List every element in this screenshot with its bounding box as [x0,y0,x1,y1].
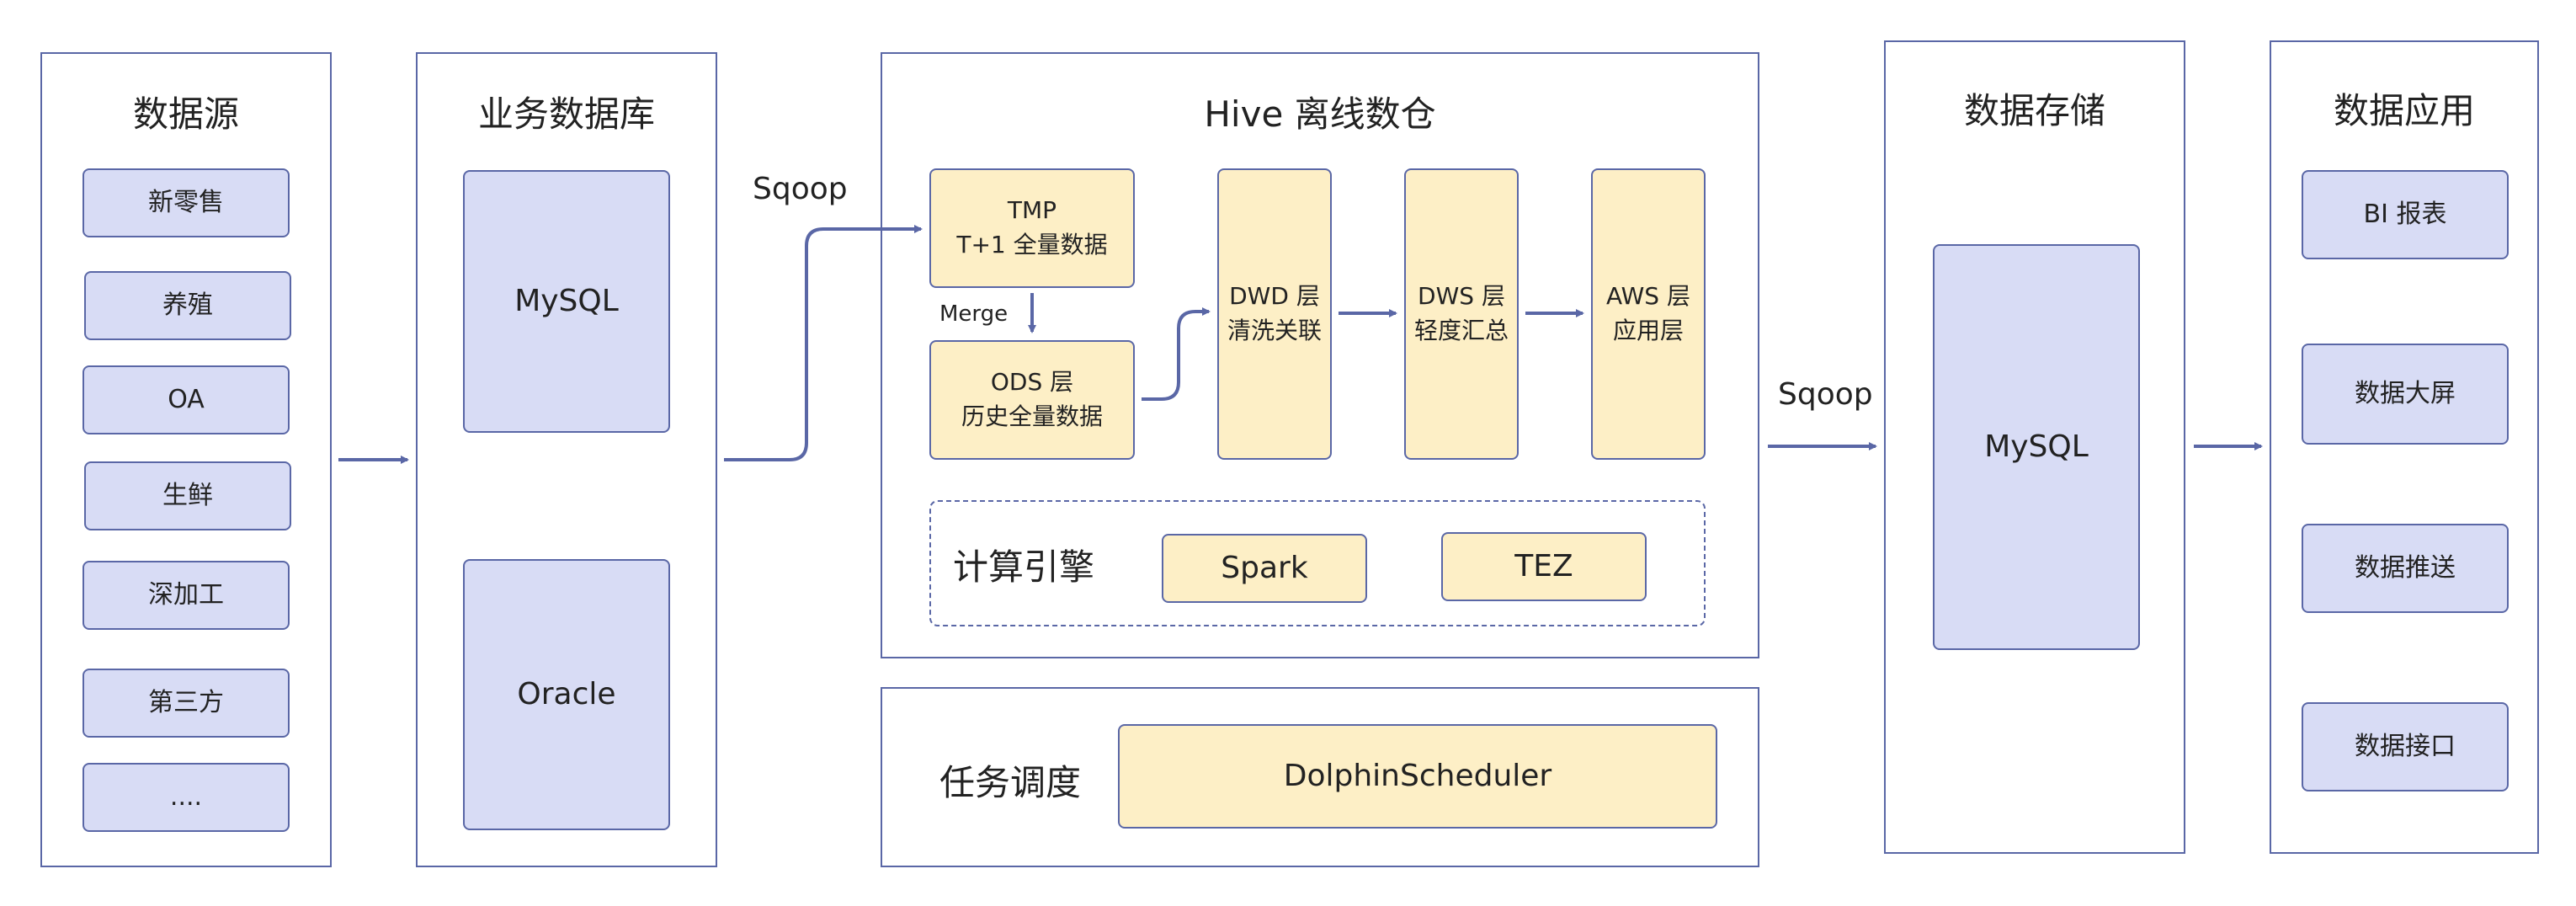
sqoop-in-label: Sqoop [753,172,848,206]
source-item-new-retail[interactable]: 新零售 [82,168,290,237]
hive-dwd-line2: 清洗关联 [1227,317,1322,344]
data-sources-title: 数据源 [132,93,239,135]
source-item-oa[interactable]: OA [82,365,290,434]
hive-ods-line1: ODS 层 [990,368,1074,397]
business-db-title: 业务数据库 [477,93,655,135]
hive-aws-line2: 应用层 [1612,317,1684,344]
scheduler-dolphinscheduler[interactable]: DolphinScheduler [1118,724,1717,829]
hive-title: Hive 离线数仓 [1204,93,1436,135]
hive-ods-box[interactable]: ODS 层 历史全量数据 [929,340,1135,460]
scheduler-label: 任务调度 [939,762,1082,803]
sqoop-out-label: Sqoop [1778,377,1873,412]
hive-dwd-line1: DWD 层 [1229,282,1320,311]
source-item-breeding[interactable]: 养殖 [84,271,291,340]
data-storage-mysql[interactable]: MySQL [1933,244,2140,650]
app-data-screen[interactable]: 数据大屏 [2302,344,2509,445]
hive-tmp-line2: T+1 全量数据 [956,231,1108,258]
engine-tez[interactable]: TEZ [1441,532,1647,601]
hive-dws-line2: 轻度汇总 [1413,317,1509,344]
app-data-push[interactable]: 数据推送 [2302,524,2509,613]
business-db-oracle[interactable]: Oracle [463,559,670,830]
app-data-api[interactable]: 数据接口 [2302,702,2509,791]
business-db-mysql[interactable]: MySQL [463,170,670,433]
compute-engine-group [929,500,1706,626]
hive-aws-box[interactable]: AWS 层 应用层 [1591,168,1706,460]
hive-tmp-box[interactable]: TMP T+1 全量数据 [929,168,1135,288]
source-item-third-party[interactable]: 第三方 [82,669,290,738]
merge-label: Merge [939,301,1009,327]
hive-tmp-line1: TMP [1007,196,1057,225]
hive-dwd-box[interactable]: DWD 层 清洗关联 [1217,168,1332,460]
source-item-deep-processing[interactable]: 深加工 [82,561,290,630]
compute-engine-label: 计算引擎 [953,546,1095,588]
source-item-more[interactable]: .... [82,763,290,832]
data-storage-title: 数据存储 [1963,90,2105,131]
hive-aws-line1: AWS 层 [1606,282,1690,311]
hive-dws-box[interactable]: DWS 层 轻度汇总 [1404,168,1519,460]
hive-dws-line1: DWS 层 [1418,282,1505,311]
engine-spark[interactable]: Spark [1162,534,1367,603]
source-item-fresh[interactable]: 生鲜 [84,461,291,530]
data-apps-title: 数据应用 [2333,90,2475,131]
app-bi-report[interactable]: BI 报表 [2302,170,2509,259]
hive-ods-line2: 历史全量数据 [961,402,1103,430]
